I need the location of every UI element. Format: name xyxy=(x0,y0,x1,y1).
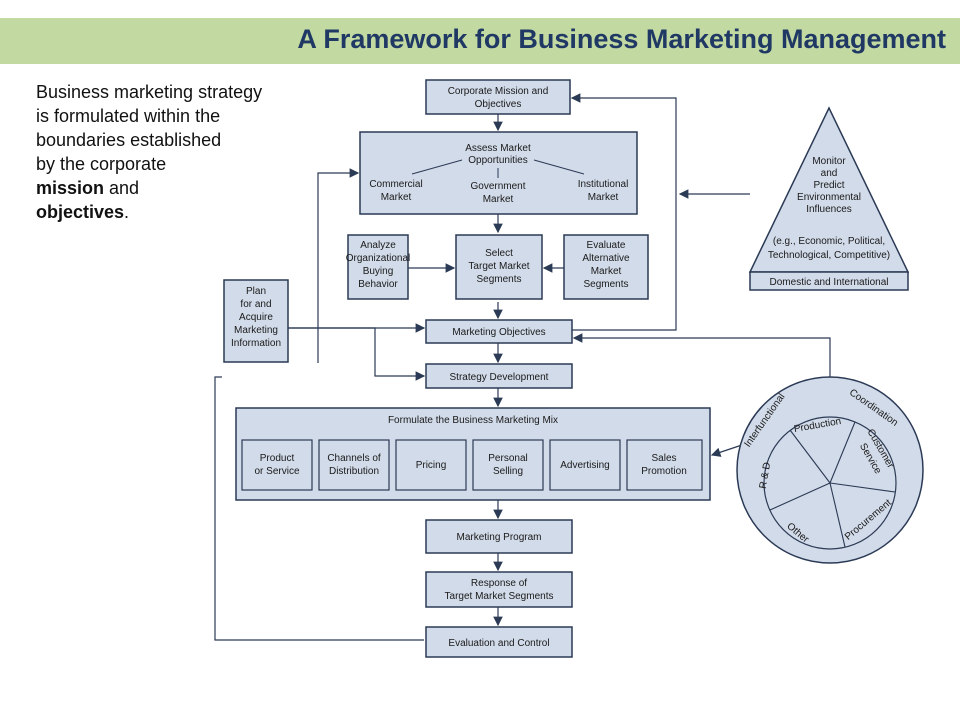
analyze-box: Analyze Organizational Buying Behavior xyxy=(346,234,410,300)
mix-sales-line-2: Promotion xyxy=(641,466,687,477)
assess-institutional-line-1: Institutional xyxy=(578,179,629,190)
assess-title-line-1: Assess Market xyxy=(465,143,531,154)
intro-line-1: Business marketing strategy xyxy=(36,82,263,102)
intro-bold-mission: mission xyxy=(36,178,105,198)
mix-personal-line-1: Personal xyxy=(488,453,527,464)
evaluate-box: Evaluate Alternative Market Segments xyxy=(563,234,649,300)
mix-product-line-1: Product xyxy=(260,453,295,464)
title-bar: A Framework for Business Marketing Manag… xyxy=(0,18,960,64)
response-line-1: Response of xyxy=(471,578,527,589)
monitor-line-6: (e.g., Economic, Political, xyxy=(773,236,885,247)
evaluation-box: Evaluation and Control xyxy=(425,626,573,658)
assess-institutional-line-2: Market xyxy=(588,192,619,203)
mix-channels-line-2: Distribution xyxy=(329,466,379,477)
response-box: Response of Target Market Segments xyxy=(425,571,573,608)
evaluation-label: Evaluation and Control xyxy=(448,638,549,649)
analyze-line-2: Organizational xyxy=(346,253,410,264)
assess-commercial-line-1: Commercial xyxy=(369,179,422,190)
mix-sales-line-1: Sales xyxy=(651,453,676,464)
monitor-line-7: Technological, Competitive) xyxy=(768,250,890,261)
monitor-line-5: Influences xyxy=(806,204,852,215)
intro-bold-objectives: objectives xyxy=(36,202,125,222)
plan-line-5: Information xyxy=(231,338,281,349)
corporate-mission-line-2: Objectives xyxy=(475,99,522,110)
circle-rd: R & D xyxy=(758,461,773,489)
plan-line-4: Marketing xyxy=(234,325,278,336)
evaluate-line-1: Evaluate xyxy=(587,240,626,251)
plan-box: Plan for and Acquire Marketing Informati… xyxy=(223,279,289,363)
marketing-mix-box: Formulate the Business Marketing Mix Pro… xyxy=(235,407,711,501)
mix-channels-line-1: Channels of xyxy=(327,453,381,464)
analyze-line-1: Analyze xyxy=(360,240,396,251)
corporate-mission-box: Corporate Mission and Objectives xyxy=(425,79,571,115)
intro-period: . xyxy=(124,202,130,222)
intro-line-3: boundaries established xyxy=(36,130,222,150)
assess-market-box: Assess Market Opportunities Commercial M… xyxy=(359,131,638,215)
intro-line-6: objectives. xyxy=(36,200,346,224)
slide-title: A Framework for Business Marketing Manag… xyxy=(297,24,946,54)
marketing-program-label: Marketing Program xyxy=(456,532,541,543)
plan-line-1: Plan xyxy=(246,286,266,297)
monitor-line-3: Predict xyxy=(813,180,844,191)
domestic-label: Domestic and International xyxy=(770,277,889,288)
evaluate-line-4: Segments xyxy=(583,279,628,290)
plan-line-2: for and xyxy=(240,299,271,310)
intro-line-5: mission and xyxy=(36,176,346,200)
monitor-line-1: Monitor xyxy=(812,156,846,167)
intro-and: and xyxy=(104,178,140,198)
mix-pricing: Pricing xyxy=(416,460,447,471)
plan-line-3: Acquire xyxy=(239,312,273,323)
monitor-line-2: and xyxy=(821,168,838,179)
select-line-1: Select xyxy=(485,248,513,259)
coordination-circle: Interfunctional Coordination Production … xyxy=(736,376,924,564)
strategy-development-label: Strategy Development xyxy=(450,372,549,383)
assess-commercial-line-2: Market xyxy=(381,192,412,203)
evaluate-line-3: Market xyxy=(591,266,622,277)
marketing-mix-title: Formulate the Business Marketing Mix xyxy=(388,415,558,426)
marketing-objectives-label: Marketing Objectives xyxy=(452,327,545,338)
assess-government-line-2: Market xyxy=(483,194,514,205)
assess-title-line-2: Opportunities xyxy=(468,155,527,166)
intro-text: Business marketing strategy is formulate… xyxy=(36,80,346,224)
select-line-2: Target Market xyxy=(468,261,529,272)
monitor-line-4: Environmental xyxy=(797,192,861,203)
select-line-3: Segments xyxy=(476,274,521,285)
analyze-line-4: Behavior xyxy=(358,279,398,290)
mix-personal-line-2: Selling xyxy=(493,466,523,477)
corporate-mission-line-1: Corporate Mission and xyxy=(448,86,549,97)
assess-government-line-1: Government xyxy=(470,181,525,192)
analyze-line-3: Buying xyxy=(363,266,394,277)
marketing-program-box: Marketing Program xyxy=(425,519,573,554)
response-line-2: Target Market Segments xyxy=(445,591,554,602)
evaluate-line-2: Alternative xyxy=(582,253,630,264)
marketing-objectives-box: Marketing Objectives xyxy=(425,319,573,344)
select-box: Select Target Market Segments xyxy=(455,234,543,300)
mix-advertising: Advertising xyxy=(560,460,609,471)
strategy-development-box: Strategy Development xyxy=(425,363,573,389)
intro-line-4: by the corporate xyxy=(36,154,167,174)
intro-line-2: is formulated within the xyxy=(36,106,221,126)
monitor-triangle: Monitor and Predict Environmental Influe… xyxy=(748,106,910,291)
mix-product-line-2: or Service xyxy=(254,466,299,477)
